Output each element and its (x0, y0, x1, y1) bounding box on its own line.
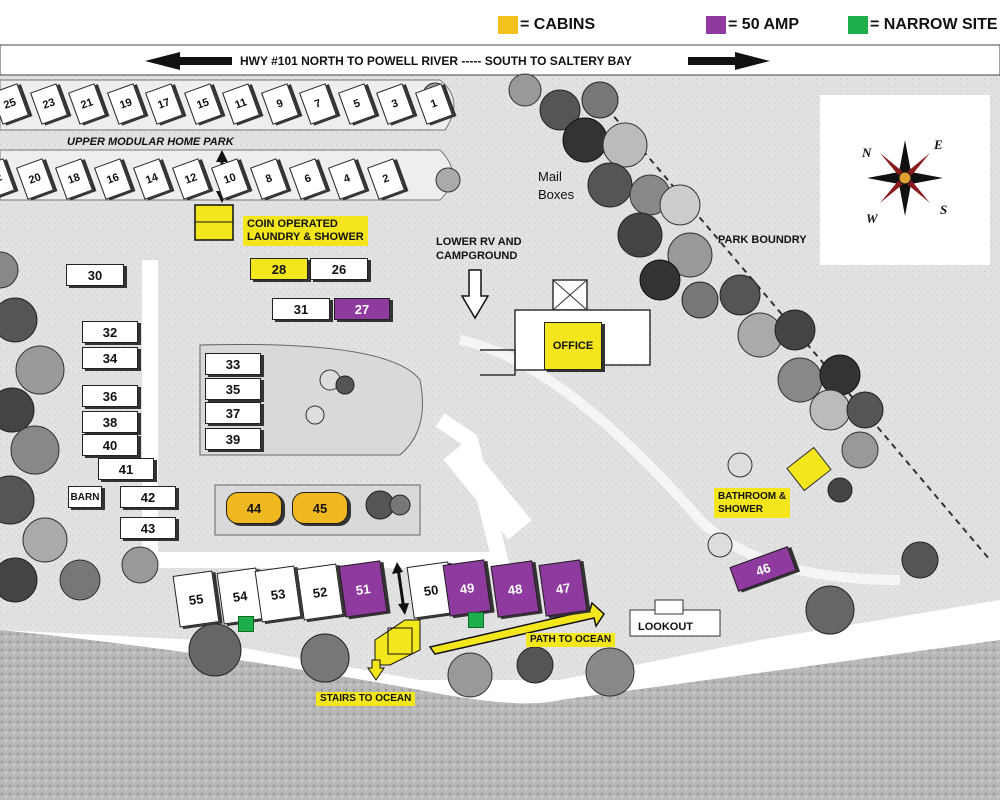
ocean (0, 630, 1000, 800)
narrow-site-marker-54 (238, 616, 254, 632)
bathroom-building (786, 446, 832, 492)
site-48[interactable]: 48 (490, 560, 540, 618)
cabin-44[interactable]: 44 (226, 492, 282, 524)
site-27[interactable]: 27 (334, 298, 390, 320)
stairs-steps (387, 627, 413, 655)
laundry-label-line2: LAUNDRY & SHOWER (247, 231, 364, 243)
site-32[interactable]: 32 (82, 321, 138, 343)
compass-w-label: W (866, 211, 878, 226)
office-label[interactable]: OFFICE (544, 322, 602, 370)
site-35[interactable]: 35 (205, 378, 261, 400)
site-47[interactable]: 47 (538, 559, 588, 617)
site-41[interactable]: 41 (98, 458, 154, 480)
mail-boxes-label-line2: Boxes (538, 187, 575, 202)
park-boundary-label: PARK BOUNDRY (718, 234, 807, 246)
site-37[interactable]: 37 (205, 402, 261, 424)
lookout-label: LOOKOUT (638, 621, 693, 633)
site-30[interactable]: 30 (66, 264, 124, 286)
path-to-ocean-label: PATH TO OCEAN (526, 633, 616, 647)
site-55[interactable]: 55 (172, 570, 220, 628)
site-34[interactable]: 34 (82, 347, 138, 369)
highway-label: HWY #101 NORTH TO POWELL RIVER ----- SOU… (240, 54, 632, 68)
double-arrow-line-2 (396, 567, 406, 611)
site-28[interactable]: 28 (250, 258, 308, 280)
site-43[interactable]: 43 (120, 517, 176, 539)
trees-west (0, 251, 159, 603)
compass-e-label: E (934, 137, 943, 152)
legend-50amp-label: = 50 AMP (728, 16, 799, 33)
lower-rv-label-line2: CAMPGROUND (436, 250, 518, 262)
legend-cabins-swatch (498, 16, 518, 34)
arrow-down-icon-2 (398, 603, 409, 615)
site-26[interactable]: 26 (310, 258, 368, 280)
site-42[interactable]: 42 (120, 486, 176, 508)
legend-cabins-label: = CABINS (520, 16, 596, 33)
legend-50amp: = 50 AMP (706, 16, 799, 34)
mail-boxes-label-line1: Mail (538, 169, 562, 184)
stairs-to-ocean-label: STAIRS TO OCEAN (316, 692, 416, 706)
barn: BARN (68, 486, 102, 508)
bathroom-label: BATHROOM & SHOWER (714, 488, 791, 518)
arrow-up-icon-2 (392, 562, 403, 574)
site-33[interactable]: 33 (205, 353, 261, 375)
office-steps (480, 349, 516, 376)
narrow-site-marker-49 (468, 612, 484, 628)
site-40[interactable]: 40 (82, 434, 138, 456)
arrow-right-icon (688, 52, 770, 70)
trees-east (508, 73, 884, 469)
site-49[interactable]: 49 (442, 559, 492, 617)
site-53[interactable]: 53 (254, 565, 302, 623)
laundry-label: COIN OPERATED LAUNDRY & SHOWER (243, 216, 368, 246)
upper-park-label: UPPER MODULAR HOME PARK (67, 136, 234, 148)
access-road (443, 440, 532, 540)
arrow-left-icon (145, 52, 232, 70)
path-to-ocean-arrow (428, 601, 605, 655)
lower-rv-label: LOWER RV AND CAMPGROUND (436, 235, 522, 263)
lookout-bench (654, 599, 684, 615)
site-52[interactable]: 52 (296, 563, 344, 621)
bathroom-label-line1: BATHROOM & (718, 491, 787, 502)
trees-south (188, 541, 939, 698)
bathroom-label-line2: SHOWER (718, 504, 763, 515)
arrow-up-icon (216, 150, 228, 162)
site-39[interactable]: 39 (205, 428, 261, 450)
legend-narrow: = NARROW SITE (848, 16, 998, 34)
site-51[interactable]: 51 (338, 560, 388, 618)
legend-cabins: = CABINS (498, 16, 595, 34)
lower-rv-label-line1: LOWER RV AND (436, 236, 522, 248)
legend-narrow-swatch (848, 16, 868, 34)
compass-s-label: S (940, 202, 948, 217)
cabin-45[interactable]: 45 (292, 492, 348, 524)
legend-50amp-swatch (706, 16, 726, 34)
site-31[interactable]: 31 (272, 298, 330, 320)
legend-narrow-label: = NARROW SITE (870, 16, 998, 33)
site-36[interactable]: 36 (82, 385, 138, 407)
site-38[interactable]: 38 (82, 411, 138, 433)
down-arrow-icon (460, 269, 490, 320)
stairs-arrow-icon (367, 659, 385, 681)
compass-n-label: N (862, 145, 872, 160)
compass-rose-icon (867, 140, 943, 216)
laundry-label-line1: COIN OPERATED (247, 218, 338, 230)
mail-boxes-label: Mail Boxes (538, 168, 574, 204)
